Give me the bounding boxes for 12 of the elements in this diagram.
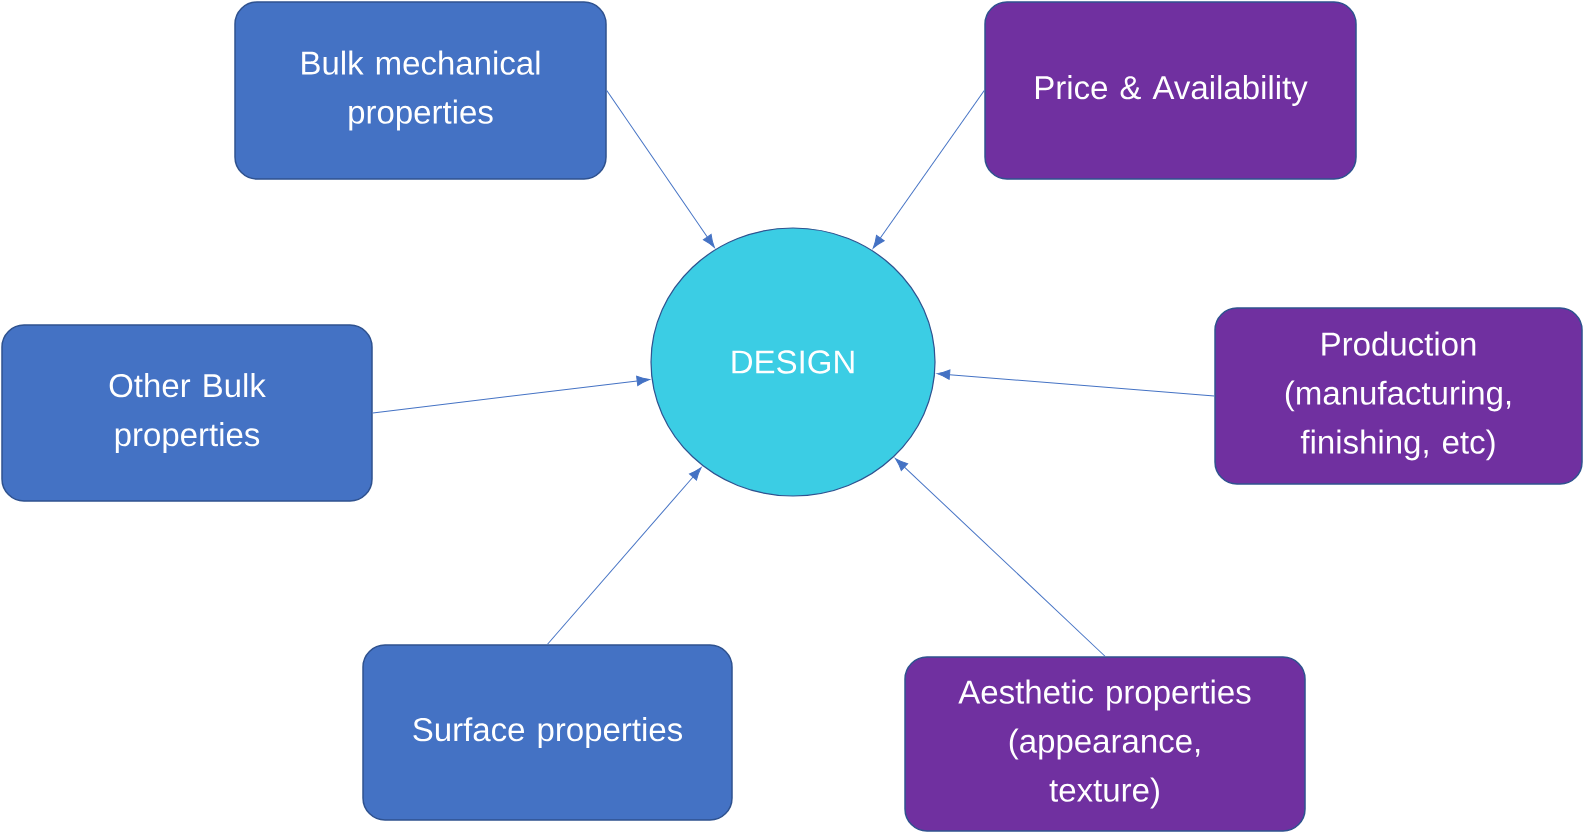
arrow — [372, 375, 650, 414]
arrow — [872, 90, 985, 249]
property-box: Other Bulk properties — [1, 324, 373, 502]
property-box: Production (manufacturing, finishing, etc) — [1214, 307, 1583, 485]
property-box: Price & Availability — [984, 1, 1357, 180]
arrow — [606, 90, 715, 248]
property-box: Aesthetic properties (appearance, texture) — [904, 656, 1306, 832]
arrow — [936, 369, 1215, 397]
property-box: Bulk mechanical properties — [234, 1, 607, 180]
arrow — [547, 467, 702, 645]
property-box: Surface properties — [362, 644, 733, 821]
arrow — [894, 458, 1106, 657]
